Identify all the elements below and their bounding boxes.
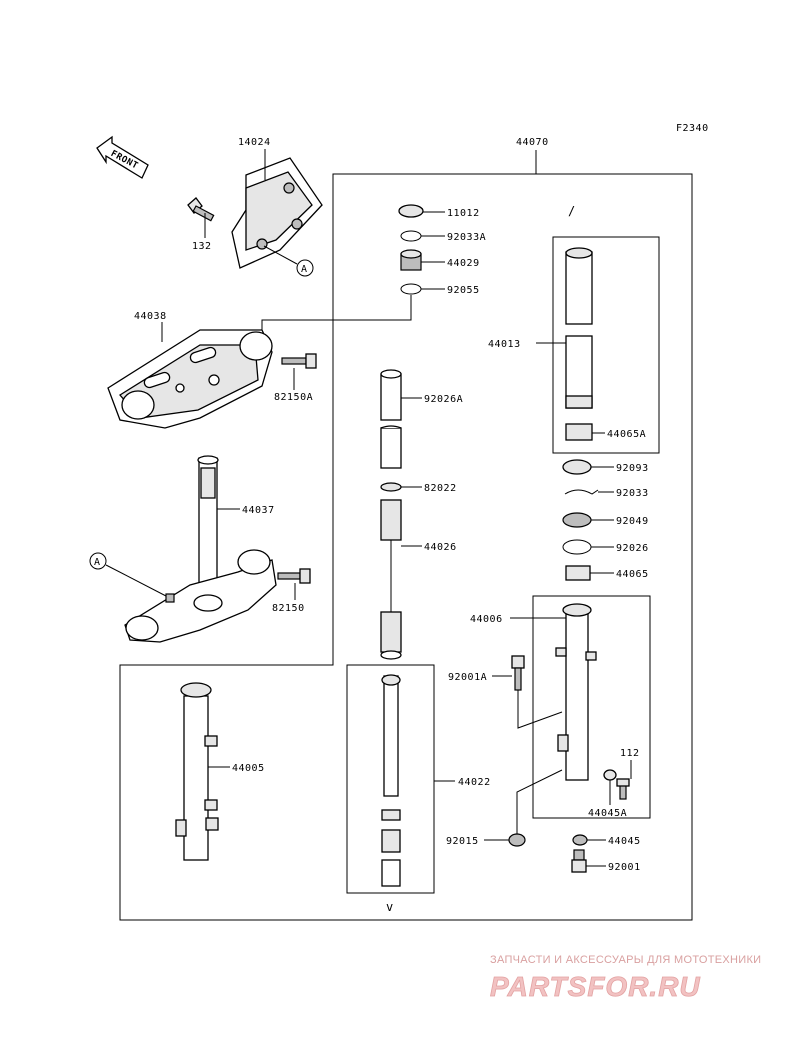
label-44006: 44006 [470, 614, 503, 625]
watermark-tagline: ЗАПЧАСТИ И АКСЕССУАРЫ ДЛЯ МОТОТЕХНИКИ [490, 954, 761, 966]
washer-44045A [603, 769, 617, 781]
label-92049: 92049 [616, 516, 649, 527]
bolt-82150 [277, 568, 311, 584]
label-92055: 92055 [447, 285, 480, 296]
nut-92015 [508, 833, 526, 847]
label-92026: 92026 [616, 543, 649, 554]
label-44022: 44022 [458, 777, 491, 788]
inner-tube-44013 [565, 247, 593, 409]
spring-44026 [380, 499, 402, 660]
label-92026A: 92026A [424, 394, 463, 405]
label-44029: 44029 [447, 258, 480, 269]
washer-92026 [562, 539, 592, 555]
watermark-logo: PARTSFOR.RU [490, 971, 701, 1002]
clip-92033 [564, 489, 599, 495]
outer-tube-44005 [175, 682, 219, 861]
lower-triple-clamp [124, 549, 277, 643]
outer-tube-44006 [555, 603, 597, 781]
label-92033A: 92033A [447, 232, 486, 243]
seal-92093 [562, 459, 592, 475]
label-92015: 92015 [446, 836, 479, 847]
label-44045: 44045 [608, 836, 641, 847]
seal-92049 [562, 512, 592, 528]
adjuster-44029 [400, 249, 422, 271]
svg-text:v: v [386, 900, 394, 914]
top-plug [398, 204, 424, 218]
bushing-44065A [565, 423, 593, 441]
assembly-frames [119, 150, 693, 921]
label-44005: 44005 [232, 763, 265, 774]
label-82150: 82150 [272, 603, 305, 614]
label-92093: 92093 [616, 463, 649, 474]
label-44045A: 44045A [588, 808, 627, 819]
part-labels: 14024 44070 132 11012 92033A 44029 92055… [134, 137, 649, 873]
label-44065: 44065 [616, 569, 649, 580]
bolt-82150A [281, 353, 317, 369]
label-44065A: 44065A [607, 429, 646, 440]
washer-82022 [380, 482, 402, 492]
ref-marker-a-bottom-label: A [94, 557, 101, 568]
bolt-132 [187, 197, 215, 222]
cover-bracket [231, 157, 323, 269]
leader-lines [161, 149, 632, 867]
label-112: 112 [620, 748, 640, 759]
front-arrow-icon: FRONT [96, 135, 149, 179]
ref-marker-a-top-label: A [301, 264, 308, 275]
washer-44045 [572, 834, 588, 846]
o-ring-92033A [400, 230, 422, 242]
label-44070: 44070 [516, 137, 549, 148]
spacer-92026A [380, 369, 402, 469]
svg-text:/: / [568, 204, 576, 218]
bushing-44065 [565, 565, 591, 581]
steering-stem [197, 455, 219, 599]
label-132: 132 [192, 241, 212, 252]
label-44038: 44038 [134, 311, 167, 322]
bolt-92001 [571, 849, 587, 873]
label-44037: 44037 [242, 505, 275, 516]
label-44026: 44026 [424, 542, 457, 553]
ref-marker-a-top [296, 259, 314, 277]
label-11012: 11012 [447, 208, 480, 219]
label-92033: 92033 [616, 488, 649, 499]
label-92001: 92001 [608, 862, 641, 873]
label-82022: 82022 [424, 483, 457, 494]
bolt-112 [616, 778, 630, 800]
watermark: ЗАПЧАСТИ И АКСЕССУАРЫ ДЛЯ МОТОТЕХНИКИ PA… [490, 954, 761, 1002]
upper-triple-clamp [107, 329, 273, 429]
ref-marker-a-bottom [89, 552, 107, 570]
figure-code: F2340 [676, 123, 709, 134]
label-44013: 44013 [488, 339, 521, 350]
label-92001A: 92001A [448, 672, 487, 683]
label-82150A: 82150A [274, 392, 313, 403]
bolt-92001A [511, 655, 525, 691]
o-ring-92055 [400, 283, 422, 295]
damper-rod-44022 [381, 674, 401, 887]
label-14024: 14024 [238, 137, 271, 148]
